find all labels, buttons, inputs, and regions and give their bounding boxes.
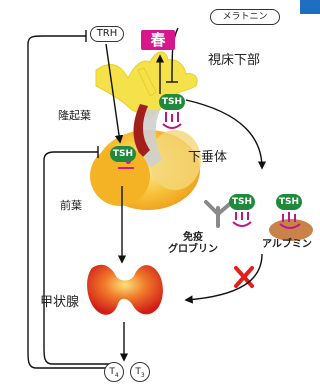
thyroid-gland <box>87 265 163 315</box>
pituitary-label: 下垂体 <box>188 151 227 164</box>
pituitary-gland <box>90 104 201 210</box>
receptor-hypothalamus <box>163 112 181 128</box>
t4-hormone: T4 <box>104 362 124 382</box>
tsh-badge-hypothalamus: TSH <box>159 94 185 110</box>
eminence-label: 隆起葉 <box>58 110 91 121</box>
immunoglobulin-shape <box>206 202 232 226</box>
albumin-label: アルブミン <box>262 240 312 250</box>
thyroid-label: 甲状腺 <box>40 296 79 309</box>
receptor-immunoglobulin <box>233 212 251 226</box>
anterior-label: 前葉 <box>60 200 82 211</box>
tsh-badge-albumin: TSH <box>276 194 302 210</box>
corner-marker <box>300 0 320 14</box>
tsh-badge-anterior: TSH <box>110 146 136 162</box>
immunoglobulin-label: 免疫 グロブリン <box>168 232 218 256</box>
trh-label: TRH <box>90 26 124 42</box>
hypothalamus-label: 視床下部 <box>208 54 260 67</box>
t3-hormone: T3 <box>130 362 150 382</box>
albumin-shape <box>269 212 313 241</box>
melatonin-label: メラトニン <box>210 9 280 25</box>
tsh-badge-immunoglobulin: TSH <box>229 194 255 210</box>
spring-badge: 春 <box>141 30 175 50</box>
blocked-cross <box>236 268 252 286</box>
